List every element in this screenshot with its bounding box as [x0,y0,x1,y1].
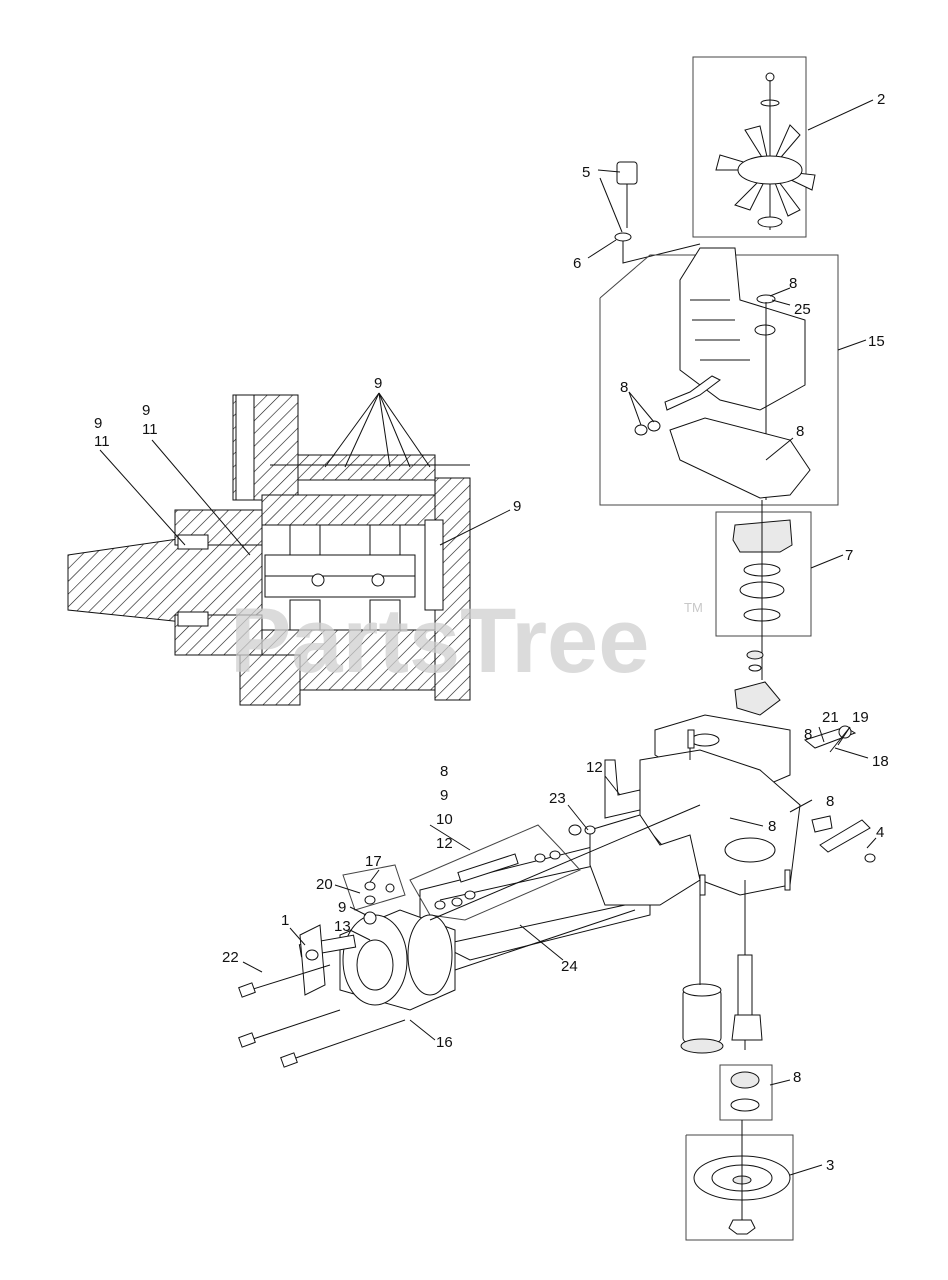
callout-6: 6 [573,255,581,272]
callout-7: 7 [845,547,853,564]
callout-5: 5 [582,164,590,181]
callout-9: 9 [142,402,150,419]
callout-9: 9 [94,415,102,432]
callout-8: 8 [768,818,776,835]
callout-9: 9 [374,375,382,392]
callout-21: 21 [822,709,839,726]
fan-assembly [692,56,816,238]
control-arm [803,725,876,863]
callout-3: 3 [826,1157,834,1174]
cross-section-view [67,394,471,706]
leader-lines [99,99,877,1176]
watermark-brand: PartsTree [230,590,649,692]
callout-20: 20 [316,876,333,893]
callout-9: 9 [440,787,448,804]
filter [680,895,724,1054]
callout-9: 9 [338,899,346,916]
callout-24: 24 [561,958,578,975]
callout-19: 19 [852,709,869,726]
callout-8: 8 [804,726,812,743]
motor-axle-assembly [238,759,701,1068]
callout-11: 11 [142,421,158,438]
watermark-trademark: TM [684,600,703,615]
callout-12: 12 [436,835,453,852]
callout-8: 8 [826,793,834,810]
callout-2: 2 [877,91,885,108]
callout-10: 10 [436,811,453,828]
callout-1: 1 [281,912,289,929]
callout-9: 9 [513,498,521,515]
callout-labels: 2 5 6 8 25 15 8 8 7 9 9 11 9 11 9 21 19 … [94,91,889,1174]
bearing-stack [715,500,812,680]
callout-8: 8 [440,763,448,780]
pulley-assembly [685,1064,794,1241]
fill-cap [614,161,701,264]
callout-4: 4 [876,824,884,841]
callout-8: 8 [796,423,804,440]
callout-15: 15 [868,333,885,350]
callout-8: 8 [789,275,797,292]
callout-18: 18 [872,753,889,770]
callout-12: 12 [586,759,603,776]
callout-13: 13 [334,918,351,935]
callout-25: 25 [794,301,811,318]
callout-16: 16 [436,1034,453,1051]
callout-8: 8 [620,379,628,396]
callout-23: 23 [549,790,566,807]
callout-22: 22 [222,949,239,966]
callout-17: 17 [365,853,382,870]
callout-11: 11 [94,433,110,450]
callout-8: 8 [793,1069,801,1086]
housing-cover [599,247,839,506]
